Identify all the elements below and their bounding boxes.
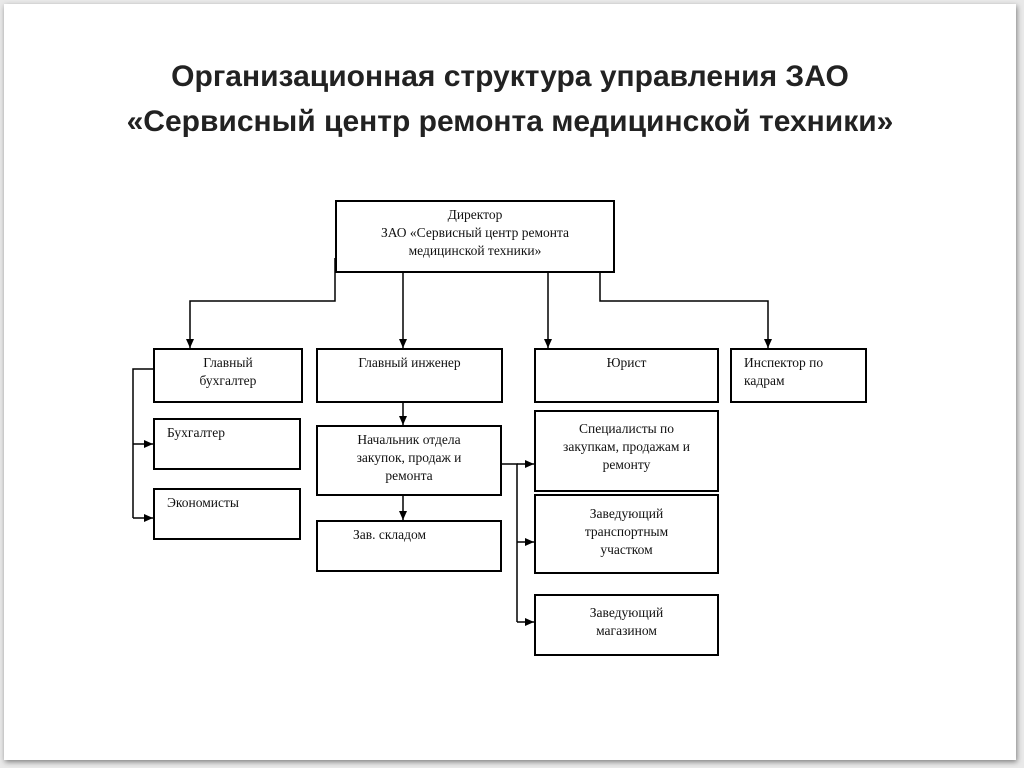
lawyer-box: Юрист (534, 348, 719, 403)
warehouse-head-box: Зав. складом (316, 520, 502, 572)
connector-director-to-chief-accountant (186, 258, 336, 348)
connector-director-to-hr (599, 272, 772, 348)
slide-title: Организационная структура управления ЗАО… (4, 54, 1016, 144)
connector-procurement-branch (502, 463, 518, 622)
hr-inspector-box: Инспектор по кадрам (730, 348, 867, 403)
chief-engineer-box: Главный инженер (316, 348, 503, 403)
connector-chief-accountant-bracket (132, 368, 153, 518)
procurement-head-box: Начальник отдела закупок, продаж и ремон… (316, 425, 502, 496)
title-line-2: «Сервисный центр ремонта медицинской тех… (126, 105, 894, 138)
specialists-box: Специалисты по закупкам, продажам и ремо… (534, 410, 719, 492)
chief-accountant-box: Главный бухгалтер (153, 348, 303, 403)
accountant-box: Бухгалтер (153, 418, 301, 470)
director-box: Директор ЗАО «Сервисный центр ремонта ме… (335, 200, 615, 273)
transport-head-box: Заведующий транспортным участком (534, 494, 719, 574)
store-head-box: Заведующий магазином (534, 594, 719, 656)
economists-box: Экономисты (153, 488, 301, 540)
title-line-1: Организационная структура управления ЗАО (171, 60, 849, 93)
